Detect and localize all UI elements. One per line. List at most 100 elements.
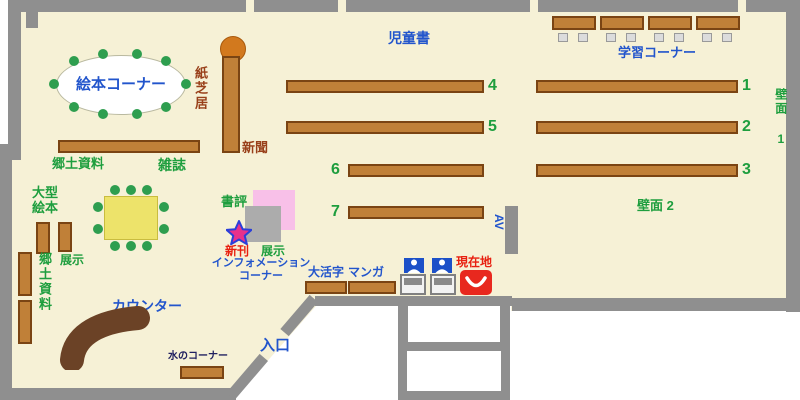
ogata-ehon-label: 大型 絵本 [32,185,59,215]
stair-connector-right [500,304,510,346]
chair-dot [69,56,79,66]
hekimen-2-label: 壁面 2 [637,198,674,213]
chair-dot [98,49,108,59]
chair-dot [159,224,169,234]
chair-dot [181,79,191,89]
stairwell-room [398,342,510,400]
wall-av-divider [505,206,518,254]
display-table [245,206,281,242]
chair-dot [69,102,79,112]
shelf-number-6: 6 [331,161,340,178]
chair-dot [142,241,152,251]
genzaichi-label: 現在地 [456,255,493,269]
wall-stub-top-left [26,0,38,28]
shinbun-label: 新聞 [242,140,269,155]
wall-top-5 [746,0,792,12]
info-corner-label: インフォメーション コーナー [211,257,311,282]
mizu-corner-label: 水のコーナー [168,351,228,362]
stair-connector-left [398,304,408,346]
chair-dot [126,241,136,251]
wall-bottom-left [0,388,236,400]
machine-slot [434,278,452,285]
machine-slot [404,278,422,285]
chair-dot [126,185,136,195]
daikatsuji-label: 大活字 [308,265,345,279]
hekimen-1-label: 壁面 1 [773,88,788,148]
shelf-number-7: 7 [331,203,340,220]
copier-machine-1 [400,274,426,295]
chair-dot [110,185,120,195]
copier-machine-2 [430,274,456,295]
current-location-marker [460,270,492,295]
chair-square [722,33,732,42]
kamishibai-shelf [222,56,240,153]
tenji-center-label: 展示 [261,244,286,258]
ehon-corner-label: 絵本コーナー [75,76,166,94]
wall-top-3 [346,0,530,12]
chair-dot [161,56,171,66]
study-desk-3 [648,16,692,30]
wall-top-4 [538,0,738,12]
chair-dot [132,49,142,59]
study-desk-1 [552,16,596,30]
shelf-number-3: 3 [742,161,751,178]
shinkan-label: 新刊 [225,244,250,258]
chair-dot [98,109,108,119]
chair-square [654,33,664,42]
chair-square [578,33,588,42]
zasshi-label: 雑誌 [158,157,186,173]
shelf-number-4: 4 [488,77,497,94]
kyodo-shiryo-shelf-2 [18,300,32,344]
shelf-number-2: 2 [742,118,751,135]
wall-bottom-right [512,298,800,311]
tenji-left-shelf [58,222,72,252]
shelf-number-1: 1 [742,77,751,94]
chair-dot [93,224,103,234]
wall-left-lower [0,144,12,400]
entrance-label: 入口 [260,337,291,354]
opac-terminal-1 [404,258,424,273]
new-books-star-icon [226,220,252,246]
mizu-corner-shelf [180,366,224,379]
study-desk-2 [600,16,644,30]
chair-square [626,33,636,42]
kyodo-shiryo-shelf-1 [18,252,32,296]
chair-square [674,33,684,42]
chair-dot [159,202,169,212]
shelf-row-4 [286,80,484,93]
study-desk-4 [696,16,740,30]
ogata-ehon-shelf [36,222,50,254]
manga-label: マンガ [348,265,385,279]
person-icon [435,259,449,273]
person-icon [407,259,421,273]
wall-top-1 [10,0,246,12]
reading-table-square [104,196,158,240]
kyodo-shiryo-top-label: 郷土資料 [52,156,105,171]
tenji-left-label: 展示 [60,253,85,267]
daikatsuji-shelf [305,281,347,294]
shelf-row-3 [536,164,738,177]
shelf-row-6 [348,164,484,177]
smile-arc-icon [465,276,487,288]
chair-dot [132,109,142,119]
chair-dot [161,102,171,112]
wall-right [786,0,800,312]
chair-square [606,33,616,42]
shelf-row-2 [536,121,738,134]
wall-bottom-mid [315,296,512,306]
gakushu-corner-label: 学習コーナー [618,45,697,60]
kamishibai-label: 紙芝居 [192,66,208,111]
kyodo-shiryo-side-label: 郷土資料 [36,252,52,312]
chair-square [702,33,712,42]
av-label: AV [491,214,506,230]
chair-dot [49,79,59,89]
shelf-row-5 [286,121,484,134]
chair-dot [93,202,103,212]
jido-sho-label: 児童書 [388,30,430,46]
manga-shelf [348,281,396,294]
counter-desk [60,306,150,370]
shelf-row-1 [536,80,738,93]
shohyo-label: 書評 [221,194,248,209]
magazine-shelf [58,140,200,153]
